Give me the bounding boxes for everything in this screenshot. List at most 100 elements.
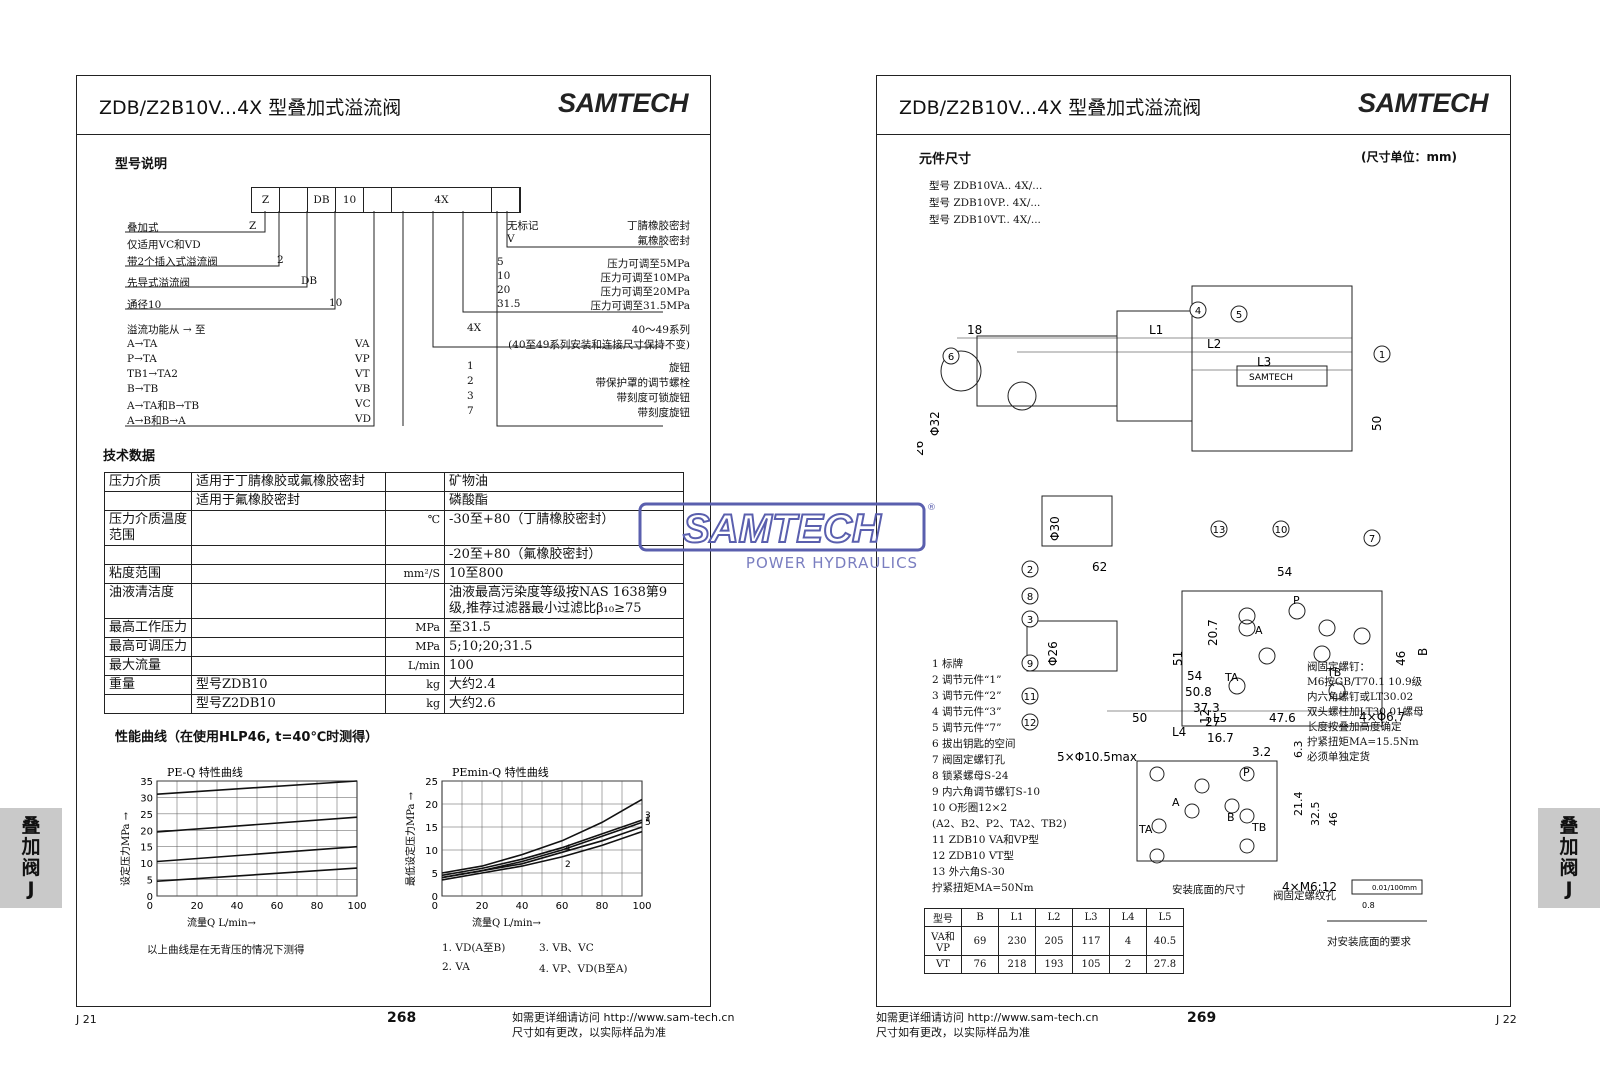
- page-header: ZDB/Z2B10V...4X 型叠加式溢流阀 SAMTECH: [877, 76, 1510, 135]
- dim-d26: Φ26: [1046, 641, 1060, 666]
- unit-label: (尺寸单位：mm): [1361, 150, 1457, 164]
- table-cell: 至31.5: [444, 618, 684, 638]
- brand-logo: SAMTECH: [1358, 88, 1489, 118]
- code-right-label: 压力可调至31.5MPa: [590, 300, 690, 312]
- port-tb: TB: [1326, 666, 1341, 679]
- table-cell: mm²/S: [385, 564, 445, 584]
- y-axis-label: 最低设定压力MPa →: [404, 791, 417, 886]
- section-dims: 元件尺寸: [919, 152, 972, 167]
- mount-hole-icon: [1239, 808, 1255, 824]
- table-cell: 适用于氟橡胶密封: [191, 491, 386, 511]
- y-tick-label: 0: [147, 892, 153, 903]
- table-cell: L5: [1146, 908, 1184, 927]
- y-tick-label: 5: [147, 876, 153, 887]
- mount-label: 安装底面的尺寸: [1172, 884, 1246, 896]
- dim-12: 12: [1198, 709, 1212, 724]
- port-hole-icon: [1313, 645, 1331, 663]
- code-right-code: 4X: [467, 322, 482, 334]
- page-code-left: J 21: [76, 1013, 97, 1026]
- tab-char: 叠: [1559, 815, 1579, 837]
- table-cell: L4: [1109, 908, 1147, 927]
- code-box: [492, 188, 520, 212]
- code-left-label: 溢流功能从 → 至: [127, 324, 206, 336]
- code-left-label: 仅适用VC和VD: [127, 239, 201, 251]
- series-line: [441, 830, 643, 881]
- tab-char: J: [27, 878, 35, 900]
- table-cell: 100: [444, 656, 684, 676]
- dim-l5: L5: [1213, 711, 1227, 725]
- callout-number: 10: [1275, 525, 1288, 536]
- y-tick-label: 20: [425, 800, 438, 811]
- table-cell: [104, 491, 192, 511]
- roughness-value: 0.8: [1362, 901, 1375, 910]
- code-left-label: A→TA和B→TB: [127, 400, 200, 412]
- bolt-note: 拧紧扭矩MA=15.5Nm: [1307, 736, 1419, 748]
- watermark-brand: SAMTECH: [683, 507, 882, 551]
- dim-5xd10-5: 5×Φ10.5max: [1057, 750, 1137, 764]
- dim-46b: 46: [1327, 812, 1340, 826]
- series-line: [156, 816, 358, 833]
- dim-51: 51: [1171, 651, 1185, 666]
- dim-62: 62: [1092, 560, 1107, 574]
- x-tick-label: 20: [191, 901, 204, 912]
- callout-marker: [1021, 687, 1039, 705]
- flatness-frame: [1351, 879, 1423, 895]
- bolt-note: 长度按叠加高度确定: [1307, 721, 1402, 733]
- code-box: 10: [336, 188, 364, 212]
- dim-50: 50: [1370, 416, 1384, 431]
- y-tick-label: 25: [425, 777, 438, 788]
- callout-number: 2: [1027, 565, 1033, 576]
- dim-47-6: 47.6: [1269, 711, 1296, 725]
- table-cell: -20至+80（氟橡胶密封）: [444, 545, 684, 565]
- code-left-code: VP: [355, 353, 370, 365]
- valve-plan: [1181, 590, 1383, 727]
- mount-port-tb: TB: [1251, 821, 1266, 834]
- mount-port-ta: TA: [1138, 823, 1153, 836]
- table-cell: 105: [1072, 955, 1110, 974]
- x-tick-label: 40: [231, 901, 244, 912]
- code-right-code: 2: [467, 375, 474, 387]
- code-box: [280, 188, 308, 212]
- series-line: [441, 819, 643, 877]
- table-cell: 压力介质: [104, 472, 192, 492]
- series-label: 5: [645, 818, 651, 828]
- x-tick-label: 80: [596, 901, 609, 912]
- series-line: [441, 826, 643, 879]
- y-tick-label: 30: [140, 793, 153, 804]
- code-right-label: 带保护罩的调节螺栓: [595, 377, 691, 389]
- code-right-label: 压力可调至10MPa: [600, 272, 690, 284]
- dim-4xd6-7: 4×Φ6.7: [1359, 710, 1405, 724]
- model-line-3: 型号 ZDB10VT.. 4X/...: [929, 214, 1041, 226]
- nameplate-text: SAMTECH: [1249, 373, 1293, 383]
- table-row: 压力介质温度范围℃-30至+80（丁腈橡胶密封）: [104, 510, 684, 546]
- part-item: (A2、B2、P2、TA2、TB2): [932, 818, 1067, 830]
- code-left-code: 2: [277, 254, 284, 266]
- code-left-label: 叠加式: [127, 222, 159, 234]
- y-axis-label: 设定压力MPa →: [119, 811, 132, 886]
- table-cell: 油液最高污染度等级按NAS 1638第9级,推荐过滤器最小过滤比β₁₀≥75: [444, 583, 684, 619]
- callout-marker: [942, 347, 960, 365]
- series-line: [156, 867, 358, 883]
- footer-url-right: 如需更详细请访问 http://www.sam-tech.cn: [876, 1011, 1099, 1024]
- code-right-code: 1: [467, 360, 474, 372]
- code-right-label: 旋钮: [669, 362, 690, 374]
- callout-number: 12: [1024, 718, 1037, 729]
- code-left-code: DB: [301, 275, 318, 287]
- x-axis-label: 流量Q L/min→: [472, 916, 542, 929]
- tab-char: 阀: [21, 857, 41, 879]
- dim-b: B: [1416, 648, 1430, 656]
- dim-46: 46: [1394, 651, 1408, 666]
- table-cell: [385, 545, 445, 565]
- callout-number: 9: [1027, 659, 1033, 670]
- port-hole-icon: [1258, 647, 1276, 665]
- dim-l4: L4: [1172, 725, 1186, 739]
- x-tick-label: 100: [632, 901, 651, 912]
- table-cell: MPa: [385, 618, 445, 638]
- callout-marker: [1189, 301, 1207, 319]
- y-tick-label: 10: [140, 859, 153, 870]
- callout-number: 7: [1369, 534, 1375, 545]
